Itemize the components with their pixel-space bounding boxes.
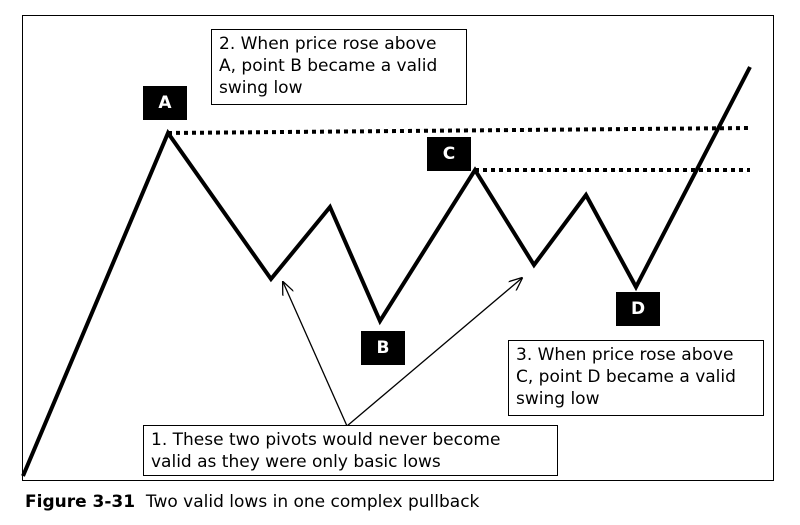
point-label-b: B (361, 331, 405, 365)
note-basic-lows: 1. These two pivots would never become v… (143, 425, 558, 476)
point-label-a: A (143, 86, 187, 120)
figure-caption-text: Two valid lows in one complex pullback (145, 492, 480, 512)
arrow-to-second-low (346, 278, 522, 427)
figure-number: Figure 3-31 (25, 492, 136, 512)
point-label-c: C (427, 137, 471, 171)
figure-caption: Figure 3-31 Two valid lows in one comple… (25, 490, 479, 514)
note-point-d-valid: 3. When price rose above C, point D beca… (508, 340, 764, 416)
arrow-to-first-low (283, 282, 348, 427)
note-point-b-valid: 2. When price rose above A, point B beca… (211, 29, 467, 105)
level-line-a (167, 126, 751, 135)
price-line (21, 66, 752, 477)
point-label-d: D (616, 292, 660, 326)
